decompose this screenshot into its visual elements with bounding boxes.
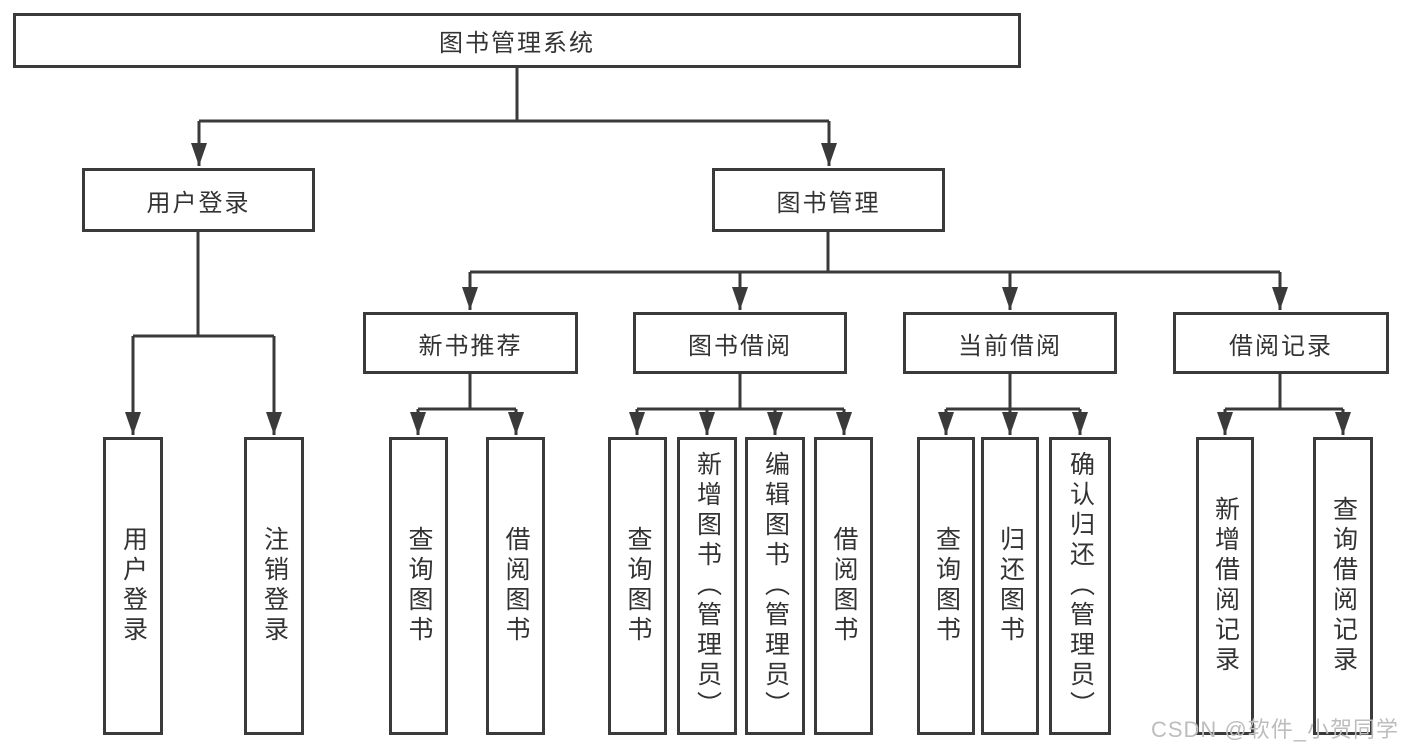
node-label: 借阅图书	[830, 526, 858, 646]
connector-current-borrow-branch	[938, 374, 1088, 435]
node-new-book-recommend: 新书推荐	[363, 312, 578, 374]
node-borrow-edit-books-admin: 编辑图书（管理员）	[745, 437, 805, 735]
node-label: 查询图书	[624, 526, 652, 646]
node-label: 新书推荐	[418, 332, 523, 360]
node-current-borrow: 当前借阅	[903, 312, 1117, 374]
node-records-query-record: 查询借阅记录	[1313, 437, 1373, 735]
connector-borrow-records-branch	[1217, 374, 1351, 435]
node-label: 新增借阅记录	[1211, 496, 1240, 676]
node-borrow-records: 借阅记录	[1173, 312, 1389, 374]
node-label: 图书管理	[776, 189, 881, 217]
node-records-add-record: 新增借阅记录	[1196, 437, 1254, 735]
node-logout-action: 注销登录	[244, 437, 304, 735]
node-root: 图书管理系统	[13, 13, 1021, 68]
node-recommend-borrow-books: 借阅图书	[486, 437, 545, 735]
node-current-confirm-return-admin: 确认归还（管理员）	[1049, 437, 1111, 735]
node-recommend-query-books: 查询图书	[389, 437, 448, 735]
node-label: 归还图书	[996, 526, 1025, 646]
node-label: 注销登录	[260, 526, 289, 646]
csdn-watermark: CSDN @软件_小贺同学	[1150, 717, 1399, 742]
node-label: 查询图书	[932, 526, 961, 646]
node-label: 查询图书	[405, 526, 433, 646]
node-user-login: 用户登录	[82, 168, 315, 232]
node-label: 图书借阅	[688, 332, 792, 360]
node-current-query-books: 查询图书	[917, 437, 975, 735]
node-label: 确认归还（管理员）	[1066, 451, 1095, 721]
node-label: 用户登录	[146, 189, 251, 217]
node-book-borrow: 图书借阅	[633, 312, 847, 374]
node-borrow-add-books-admin: 新增图书（管理员）	[677, 437, 737, 735]
node-borrow-borrow-books: 借阅图书	[814, 437, 873, 735]
node-label: 查询借阅记录	[1329, 496, 1358, 676]
node-label: 编辑图书（管理员）	[761, 451, 790, 721]
connector-root-to-level2	[191, 68, 837, 166]
node-label: 借阅图书	[502, 526, 530, 646]
connector-book-management-branch	[462, 232, 1288, 310]
connector-new-book-recommend-branch	[410, 374, 524, 435]
node-borrow-query-books: 查询图书	[608, 437, 667, 735]
node-label: 借阅记录	[1229, 332, 1333, 360]
connector-book-borrow-branch	[629, 374, 852, 435]
node-current-return-books: 归还图书	[981, 437, 1039, 735]
node-label: 图书管理系统	[439, 30, 595, 57]
node-label: 当前借阅	[958, 332, 1062, 360]
node-label: 新增图书（管理员）	[693, 451, 722, 721]
node-label: 用户登录	[119, 526, 148, 646]
connector-user-login-branch	[125, 232, 282, 435]
node-book-management: 图书管理	[712, 168, 945, 232]
node-user-login-action: 用户登录	[103, 437, 163, 735]
